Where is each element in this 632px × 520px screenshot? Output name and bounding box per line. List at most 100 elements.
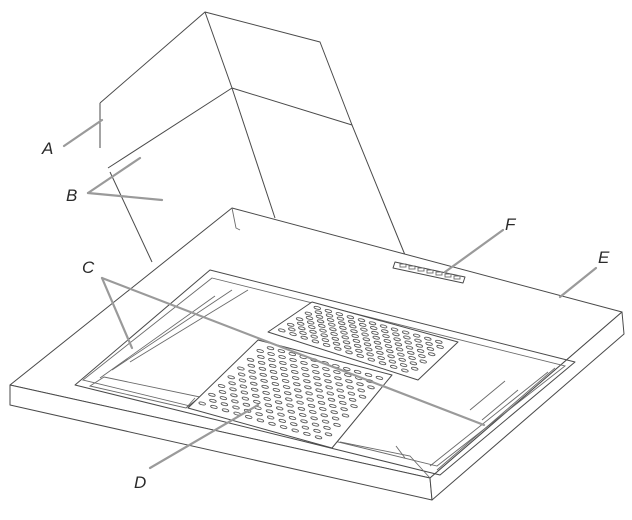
filter-slot (295, 394, 303, 399)
filter-slot (220, 402, 229, 407)
filter-slot (256, 418, 265, 423)
leader-c-2 (100, 276, 486, 427)
filter-slot (373, 340, 382, 345)
label-e: E (598, 248, 610, 267)
filter-slot (333, 422, 341, 427)
filter-slot (315, 388, 323, 393)
filter-slot (268, 421, 276, 426)
filter-slot (320, 413, 328, 418)
filter-slot (330, 410, 338, 415)
filter-slot (240, 390, 249, 395)
filter-slot (347, 319, 356, 324)
filter-slot (301, 425, 310, 430)
filter-slot (418, 354, 426, 359)
filter-slot (366, 352, 374, 357)
label-f: F (505, 215, 517, 234)
filter-slot (293, 382, 301, 387)
filter-slot (316, 394, 325, 399)
filter-slot (348, 397, 357, 402)
filter-slot (337, 321, 346, 326)
filter-slot (262, 390, 270, 395)
filter-slot (306, 320, 315, 325)
filter-slot (419, 359, 427, 364)
filter-slot (436, 344, 444, 349)
filter-slot (316, 319, 325, 324)
filter-slot (340, 330, 348, 335)
filter-slot (425, 341, 433, 346)
filter-slot (409, 361, 418, 366)
filter-slot (404, 340, 412, 345)
filter-slot (238, 378, 247, 383)
filter-slot (228, 381, 236, 386)
filter-slot (383, 339, 392, 343)
filter-slot (279, 367, 288, 371)
filter-slot (408, 356, 416, 360)
filter-slot (286, 322, 295, 327)
filter-slot (265, 409, 274, 414)
filter-slot (337, 394, 346, 399)
filter-slot (313, 376, 321, 381)
filter-slot (239, 384, 248, 389)
filter-slot (314, 310, 323, 315)
filter-slot (326, 391, 335, 396)
filter-slot (335, 382, 343, 387)
filter-slot (379, 324, 388, 329)
filter-slot (333, 370, 341, 375)
filter-slot (393, 337, 401, 342)
filter-slot (353, 343, 362, 348)
filter-slot (367, 357, 376, 362)
filter-perforations-back (278, 305, 444, 373)
filter-slot (401, 330, 410, 335)
filter-slot (285, 397, 293, 402)
filter-slot (365, 347, 373, 352)
filter-slot (374, 345, 383, 350)
filter-slot (399, 363, 408, 368)
filter-slot (323, 373, 331, 378)
filter-slot (288, 352, 297, 357)
filter-slot (209, 398, 217, 403)
filter-slot (286, 403, 294, 408)
filter-slot (249, 375, 257, 380)
filter-slot (416, 348, 425, 353)
filter-slot (260, 378, 268, 383)
filter-slot (368, 321, 377, 326)
filter-slot (290, 364, 298, 368)
filter-slot (304, 385, 312, 390)
filter-slot (290, 422, 298, 427)
filter-slot (291, 376, 300, 381)
label-d: D (134, 473, 146, 492)
filter-slot (377, 356, 385, 360)
filter-slot (376, 350, 384, 355)
filter-slot (364, 372, 373, 377)
filter-slot (342, 340, 351, 345)
filter-slot (281, 379, 290, 383)
filter-slot (331, 416, 340, 421)
label-c: C (82, 258, 95, 277)
filter-slot (323, 425, 331, 430)
filter-slot (294, 388, 302, 393)
filter-slot (339, 325, 347, 330)
filter-slot (273, 394, 282, 399)
filter-slot (272, 388, 281, 392)
filter-slot (324, 432, 333, 437)
filter-slot (390, 327, 399, 332)
filter-slot (278, 418, 287, 423)
filter-slot (350, 329, 358, 334)
filter-slot (343, 345, 352, 350)
filter-slot (310, 334, 318, 339)
filter-slot (227, 375, 235, 380)
filter-slot (267, 352, 275, 356)
filter-slot (296, 400, 304, 405)
filter-slot (311, 364, 319, 369)
filter-slot (322, 367, 330, 372)
filter-slot (395, 347, 404, 352)
filter-slot (349, 324, 357, 329)
filter-slot (288, 327, 296, 332)
filter-slot (387, 354, 395, 359)
filter-slot (398, 357, 406, 362)
filter-slot (356, 382, 364, 387)
filter-slot (287, 409, 295, 414)
filter-slot (217, 384, 226, 388)
filter-slot (309, 410, 317, 414)
filter-slot (279, 425, 288, 430)
